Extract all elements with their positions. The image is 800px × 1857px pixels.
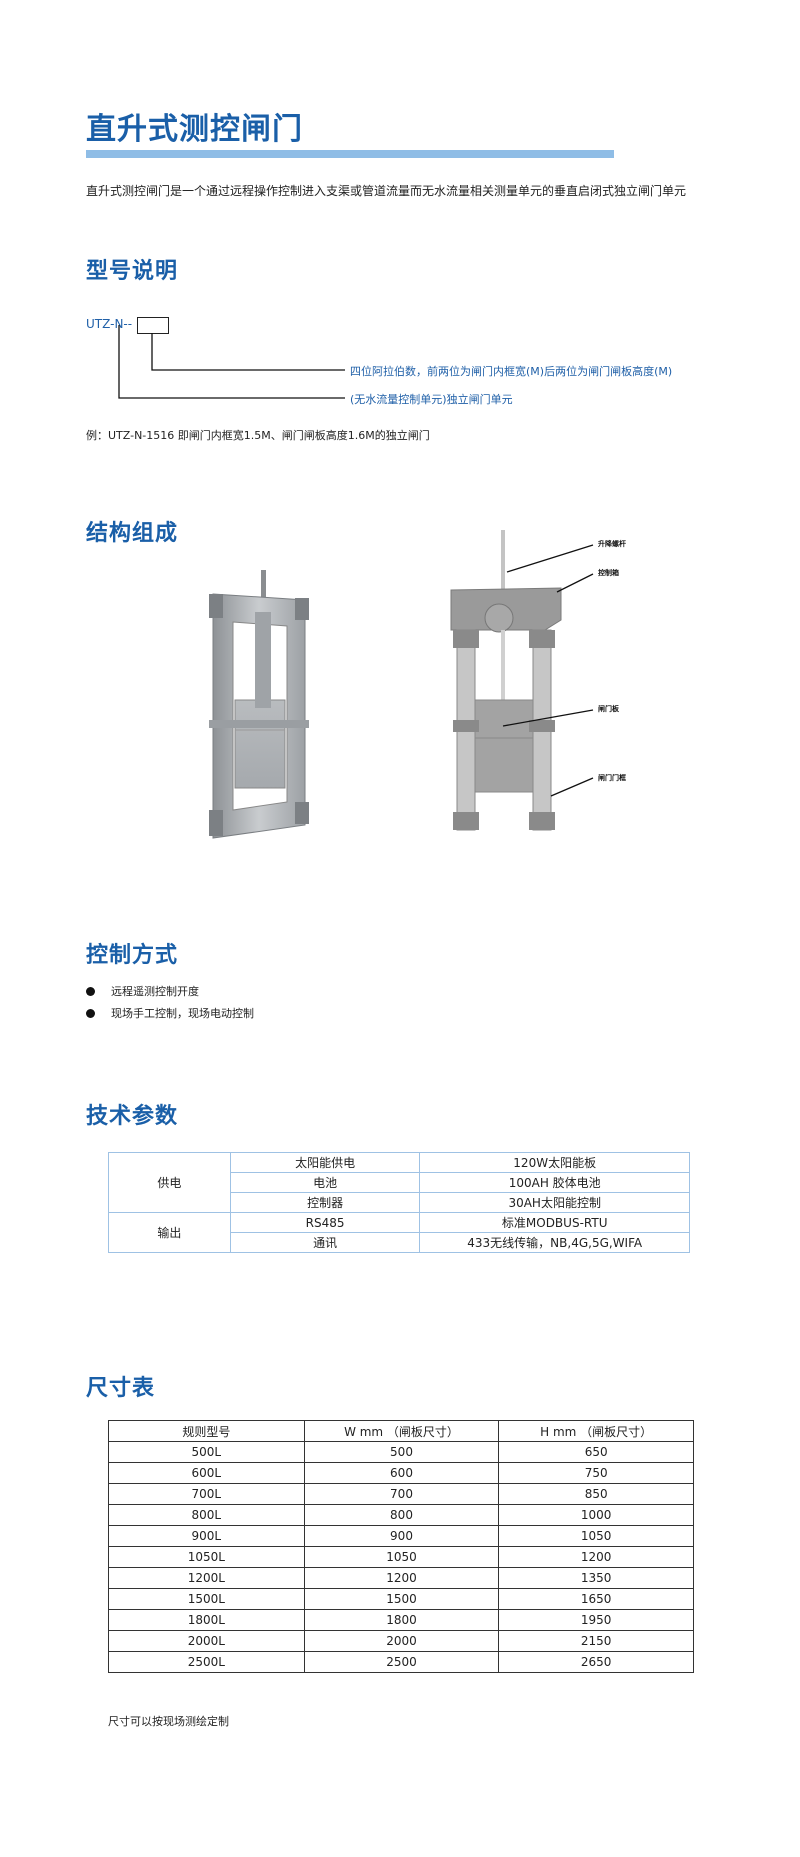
table-cell: 2500 — [303, 1651, 500, 1673]
group-output: 输出 — [108, 1212, 231, 1253]
table-cell: 900 — [303, 1525, 500, 1547]
table-cell: 650 — [498, 1441, 694, 1463]
list-item: 现场手工控制，现场电动控制 — [86, 1002, 254, 1024]
table-cell: 600L — [108, 1462, 305, 1484]
table-row: 供电 太阳能供电 120W太阳能板 — [108, 1152, 690, 1213]
size-heading: 尺寸表 — [86, 1376, 156, 1401]
table-cell: 1000 — [498, 1504, 694, 1526]
table-cell: 1050 — [303, 1546, 500, 1568]
table-header-row: 规则型号 W mm （闸板尺寸） H mm （闸板尺寸） — [108, 1420, 694, 1442]
group-power: 供电 — [108, 1152, 231, 1213]
model-note-unit: (无水流量控制单元)独立闸门单元 — [350, 393, 513, 406]
model-heading: 型号说明 — [86, 259, 179, 284]
structure-heading: 结构组成 — [86, 521, 179, 546]
table-cell: 900L — [108, 1525, 305, 1547]
model-example: 例：UTZ-N-1516 即闸门内框宽1.5M、闸门闸板高度1.6M的独立闸门 — [86, 429, 430, 442]
gate-structure-diagram — [450, 530, 594, 831]
table-cell: 1200 — [303, 1567, 500, 1589]
tech-spec-table: 供电 太阳能供电 120W太阳能板 电池 100AH 胶体电池 控制器 30AH… — [108, 1152, 690, 1253]
table-cell: 2150 — [498, 1630, 694, 1652]
table-cell: 2500L — [108, 1651, 305, 1673]
table-cell: 1650 — [498, 1588, 694, 1610]
table-cell: 700 — [303, 1483, 500, 1505]
table-cell: 1800 — [303, 1609, 500, 1631]
table-cell: 1950 — [498, 1609, 694, 1631]
size-footnote: 尺寸可以按现场测绘定制 — [108, 1715, 229, 1728]
gate-photo-illustration — [209, 570, 309, 839]
table-cell: 600 — [303, 1462, 500, 1484]
list-item: 远程遥测控制开度 — [86, 980, 254, 1002]
table-cell: 1500L — [108, 1588, 305, 1610]
model-code-box — [137, 317, 169, 334]
tech-heading: 技术参数 — [86, 1104, 179, 1129]
table-cell: 1350 — [498, 1567, 694, 1589]
table-cell: 1050L — [108, 1546, 305, 1568]
table-cell: 1050 — [498, 1525, 694, 1547]
model-note-digits: 四位阿拉伯数，前两位为闸门内框宽(M)后两位为闸门闸板高度(M) — [350, 365, 673, 378]
table-row: 电池 100AH 胶体电池 — [109, 1172, 690, 1193]
table-row: 通讯 433无线传输，NB,4G,5G,WIFA — [109, 1232, 690, 1253]
table-cell: 800 — [303, 1504, 500, 1526]
model-leader-lines — [118, 325, 345, 399]
bullet-icon — [86, 986, 95, 996]
callout-gate-frame: 闸门门框 — [598, 774, 626, 782]
bullet-icon — [86, 1008, 95, 1018]
control-list: 远程遥测控制开度 现场手工控制，现场电动控制 — [86, 980, 254, 1024]
table-cell: 850 — [498, 1483, 694, 1505]
page-title: 直升式测控闸门 — [86, 112, 303, 147]
model-code: UTZ-N-- — [86, 317, 133, 331]
table-cell: 750 — [498, 1462, 694, 1484]
table-cell: 2650 — [498, 1651, 694, 1673]
table-cell: 2000L — [108, 1630, 305, 1652]
table-cell: 1500 — [303, 1588, 500, 1610]
callout-lifting-screw: 升降螺杆 — [598, 540, 626, 548]
table-cell: 1200L — [108, 1567, 305, 1589]
callout-control-box: 控制箱 — [598, 569, 619, 577]
table-cell: 1200 — [498, 1546, 694, 1568]
table-cell: 2000 — [303, 1630, 500, 1652]
table-cell: 800L — [108, 1504, 305, 1526]
table-cell: 500L — [108, 1441, 305, 1463]
table-cell: 700L — [108, 1483, 305, 1505]
table-cell: 500 — [303, 1441, 500, 1463]
control-heading: 控制方式 — [86, 943, 179, 968]
intro-text: 直升式测控闸门是一个通过远程操作控制进入支渠或管道流量而无水流量相关测量单元的垂… — [86, 184, 687, 198]
title-underline-bar — [86, 150, 614, 158]
callout-gate-plate: 闸门板 — [598, 705, 619, 713]
table-row: 输出 RS485 标准MODBUS-RTU — [108, 1212, 690, 1253]
table-cell: 1800L — [108, 1609, 305, 1631]
